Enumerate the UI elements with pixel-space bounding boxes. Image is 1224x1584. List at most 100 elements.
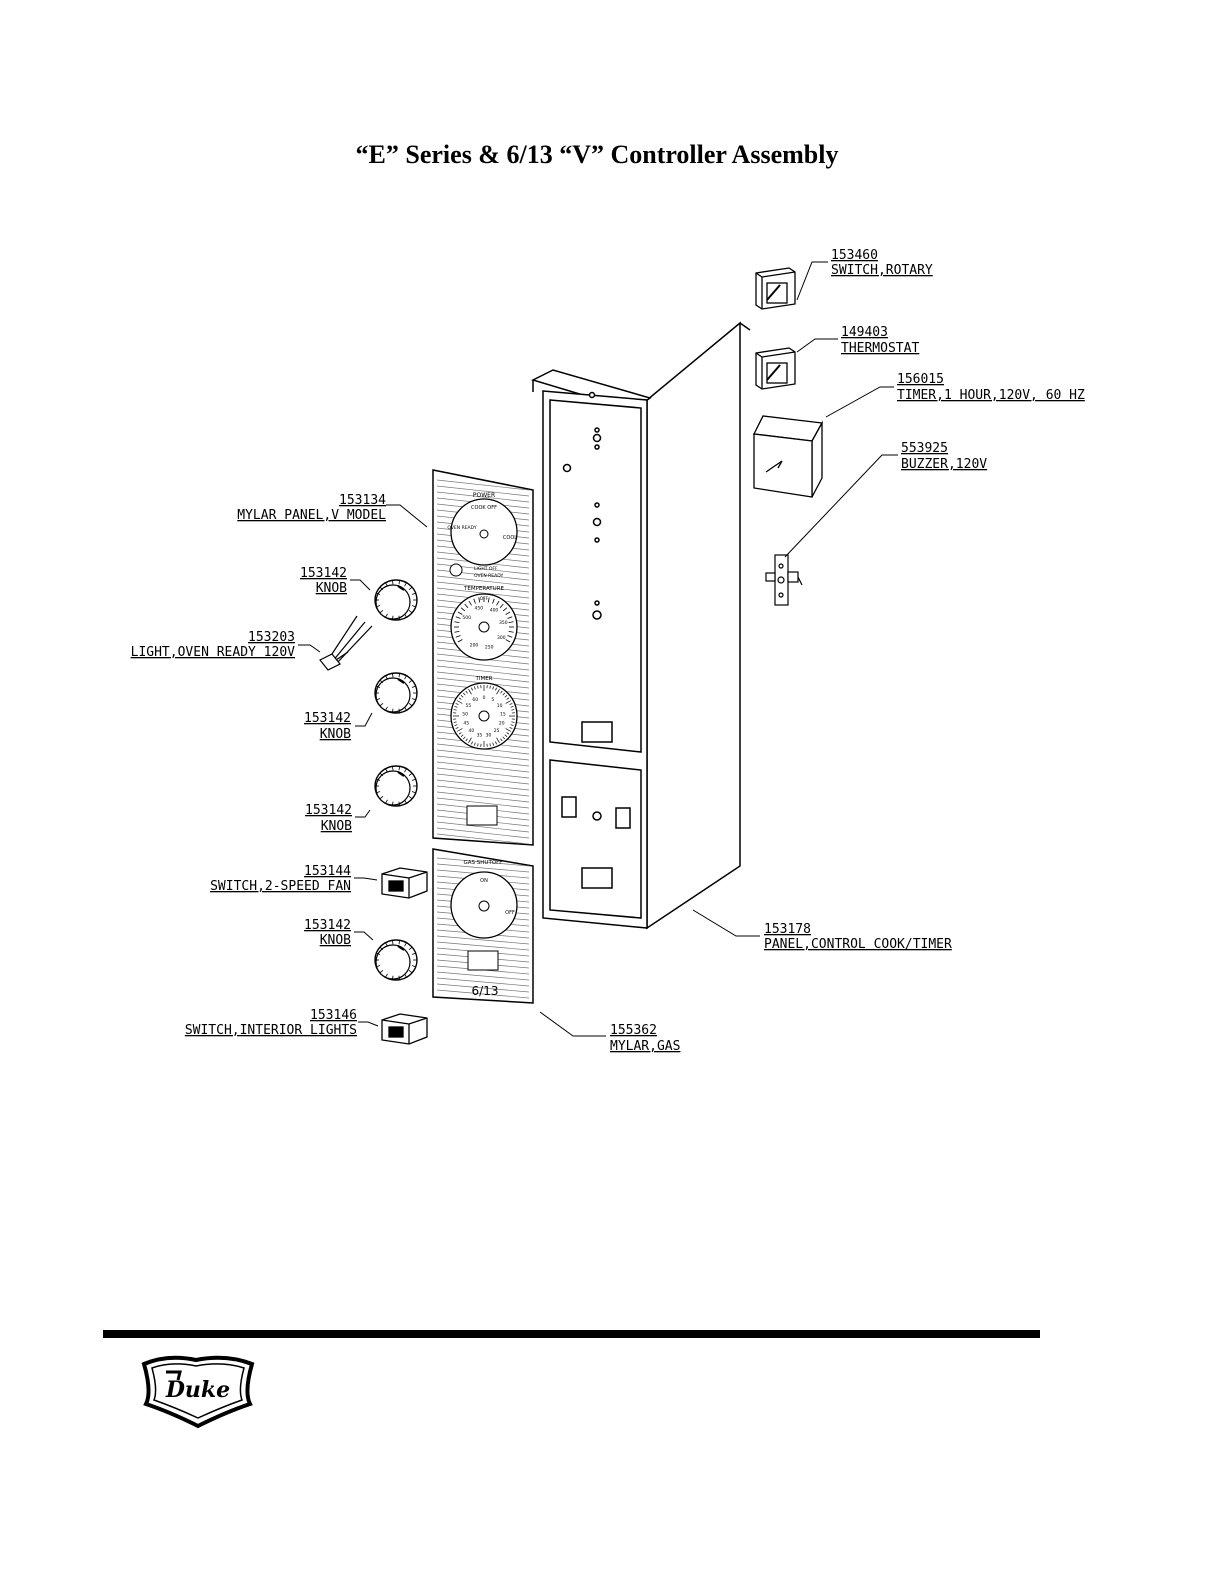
dial-tick	[510, 724, 514, 726]
dial-tick	[455, 616, 461, 619]
part-number-153142-c: 153142	[305, 803, 352, 818]
timer-scale-label: 10	[497, 703, 503, 709]
dial-tick	[495, 687, 497, 691]
temp-scale-label: 300	[497, 635, 506, 641]
timer-scale-label: 50	[462, 712, 468, 718]
mylar-stripe	[436, 971, 530, 981]
mylar-stripe	[436, 665, 530, 677]
dial-tick	[495, 741, 497, 745]
timer-scale-label: 60	[472, 697, 478, 703]
dial-tick	[508, 630, 514, 633]
page-title: “E” Series & 6/13 “V” Controller Assembl…	[355, 140, 839, 169]
dial-tick	[477, 685, 479, 689]
mylar-stripe	[436, 935, 530, 945]
part-name-thermostat: THERMOSTAT	[841, 341, 919, 356]
part-name-buzzer: BUZZER,120V	[901, 457, 987, 472]
dial-tick	[456, 728, 463, 732]
dial-tick	[511, 721, 515, 723]
timer-scale-label: 5	[491, 697, 494, 703]
label-power: POWER	[473, 492, 495, 499]
mylar-stripe	[436, 821, 530, 833]
dial-tick	[458, 697, 462, 700]
dial-tick	[500, 690, 503, 694]
mylar-stripe	[436, 671, 530, 683]
dial-tick	[465, 738, 468, 742]
part-number-153142-d: 153142	[304, 918, 351, 933]
dial-tick	[489, 685, 491, 689]
mylar-stripe	[436, 491, 530, 503]
dial-tick	[454, 706, 458, 708]
mylar-stripe	[436, 863, 530, 873]
part-number-153142-a: 153142	[300, 566, 347, 581]
label-gas-on: ON	[480, 878, 488, 884]
duke-logo: Duke	[141, 1355, 255, 1429]
knob	[374, 939, 418, 981]
dial-tick	[506, 732, 510, 735]
dial-tick	[458, 732, 462, 735]
thermostat	[755, 347, 796, 390]
timer-scale-label: 40	[469, 728, 475, 734]
temp-scale-label: 200	[470, 642, 479, 648]
timer-scale-label: 25	[494, 728, 500, 734]
label-gas-off: OFF	[505, 910, 515, 916]
mylar-stripe	[436, 485, 530, 497]
mylar-stripe	[436, 857, 530, 867]
part-name-switch-rotary: SWITCH,ROTARY	[831, 263, 933, 278]
dial-tick	[453, 721, 457, 723]
label-gas-shutoff: GAS SHUTOFF	[464, 860, 503, 866]
knob	[374, 579, 418, 621]
timer-module	[753, 415, 824, 498]
part-number-149403: 149403	[841, 325, 888, 340]
mylar-panel-v-model: POWER COOK OFF COOL OVEN READY LIGHT OFF…	[432, 469, 534, 846]
dial-tick	[499, 603, 504, 609]
rotary-switch	[755, 267, 796, 310]
mylar-stripe	[436, 581, 530, 593]
part-name-light-oven-ready: LIGHT,OVEN READY 120V	[131, 645, 296, 660]
dial-tick	[477, 743, 479, 747]
dial-tick	[468, 688, 472, 695]
dial-tick	[478, 597, 481, 603]
dial-tick	[473, 598, 476, 604]
temp-scale-label: 450	[475, 606, 484, 612]
dial-tick	[500, 738, 503, 742]
oven-ready-light	[319, 615, 373, 671]
dial-tick	[474, 742, 476, 746]
dial-tick	[464, 603, 469, 609]
part-name-panel-control: PANEL,CONTROL COOK/TIMER	[764, 937, 952, 952]
footer-rule	[103, 1330, 1040, 1338]
timer-scale-label: 35	[477, 732, 483, 738]
dial-tick	[471, 741, 473, 745]
part-name-knob-a: KNOB	[316, 581, 347, 596]
mylar-stripe	[436, 779, 530, 791]
timer-scale-label: 20	[499, 721, 505, 727]
interior-lights-switch	[381, 1013, 428, 1045]
dial-tick	[504, 694, 508, 698]
dial-tick	[454, 724, 458, 726]
dial-tick	[456, 700, 463, 704]
part-number-153144: 153144	[304, 864, 351, 879]
part-number-153146: 153146	[310, 1008, 357, 1023]
part-name-switch-2-speed-fan: SWITCH,2-SPEED FAN	[210, 879, 351, 894]
dial-tick	[460, 694, 464, 698]
dial-tick	[509, 703, 513, 705]
part-number-155362: 155362	[610, 1023, 657, 1038]
mylar-stripe	[436, 479, 530, 491]
dial-tick	[510, 706, 514, 708]
dial-tick	[502, 607, 508, 612]
knob	[374, 765, 418, 807]
label-cook-off: COOK OFF	[471, 505, 497, 511]
part-number-153134: 153134	[339, 493, 386, 508]
dial-tick	[460, 734, 464, 738]
part-number-153142-b: 153142	[304, 711, 351, 726]
label-cool: COOL	[503, 535, 517, 541]
temp-scale-label: 350	[499, 620, 508, 626]
dial-tick	[489, 743, 491, 747]
dial-tick	[453, 709, 457, 711]
dial-tick	[468, 600, 472, 606]
dial-tick	[462, 736, 466, 740]
dial-tick	[507, 616, 513, 619]
mylar-stripe	[436, 941, 530, 951]
dial-tick	[492, 598, 495, 604]
